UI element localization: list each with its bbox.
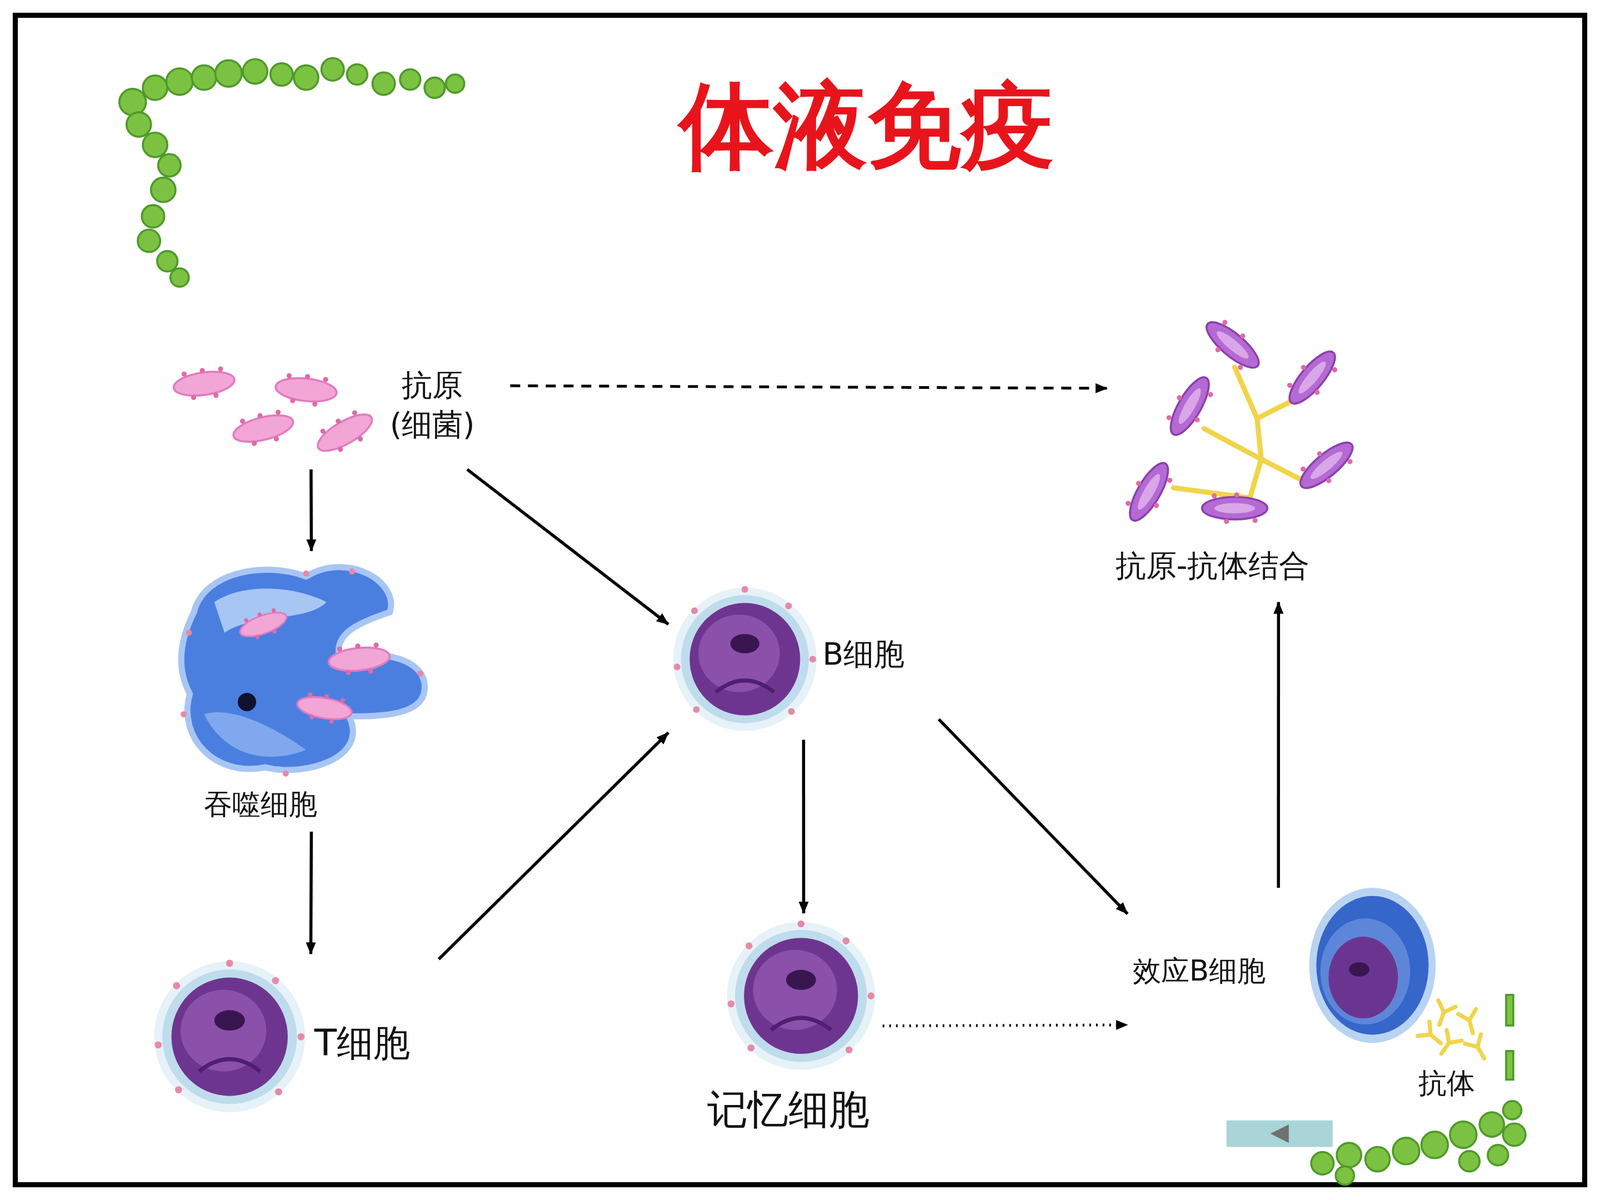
effector-b-cell-node: 效应B细胞 xyxy=(1127,887,1444,1052)
cell-label: 效应B细胞 xyxy=(1132,952,1266,990)
arrow-connector xyxy=(938,719,1128,914)
b-cell-node: B细胞 xyxy=(668,581,939,740)
cell-label: B细胞 xyxy=(822,634,905,675)
cell-label: 抗原-抗体结合 xyxy=(1115,546,1310,587)
cell-label: T细胞 xyxy=(314,1019,410,1068)
arrow-connector xyxy=(802,740,806,914)
dashed-arrow xyxy=(882,1025,1128,1027)
arrow-connector xyxy=(1276,602,1280,888)
label-holder: 抗体 xyxy=(1418,1064,1475,1102)
arrow-connector xyxy=(438,732,669,960)
phagocyte-node: 吞噬细胞 xyxy=(173,551,434,832)
arrow-connector xyxy=(309,469,313,552)
antibody-label: 抗体 xyxy=(1418,1064,1475,1102)
cell-label: 抗原 (细菌) xyxy=(390,365,475,445)
arrow-connector xyxy=(310,831,312,954)
title-holder: 体液免疫 xyxy=(571,69,1164,183)
cell-label: 记忆细胞 xyxy=(707,1082,870,1137)
complex-node: 抗原-抗体结合 xyxy=(1107,311,1373,602)
memory-cell-node: 记忆细胞 xyxy=(698,913,883,1148)
arrow-connector xyxy=(467,469,669,625)
antigen-node: 抗原 (细菌) xyxy=(163,357,510,470)
t-cell-node: T细胞 xyxy=(147,953,439,1123)
cell-label: 吞噬细胞 xyxy=(203,785,318,823)
slide-title: 体液免疫 xyxy=(571,69,1164,183)
dashed-arrow xyxy=(510,385,1107,389)
